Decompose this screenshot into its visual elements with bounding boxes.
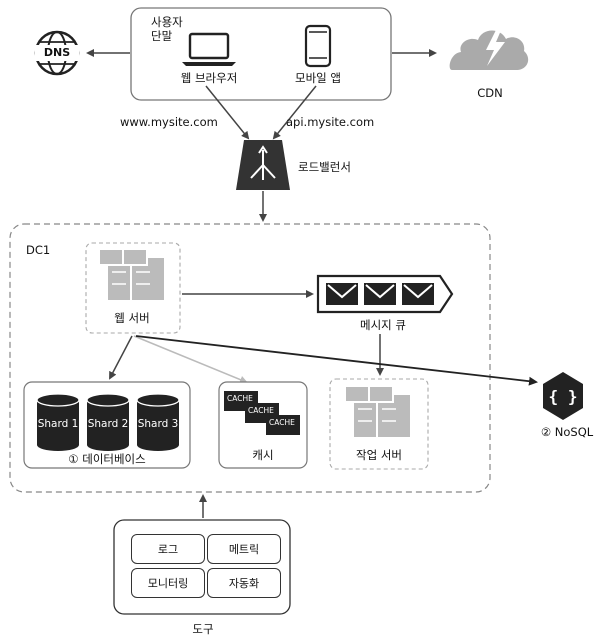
web-domain-link[interactable]: www.mysite.com xyxy=(120,115,218,129)
load-balancer-label: 로드밸런서 xyxy=(298,160,351,174)
envelope-icon xyxy=(402,283,434,305)
nosql-icon: { } xyxy=(543,372,583,420)
envelope-icon xyxy=(364,283,396,305)
laptop-icon xyxy=(182,32,236,66)
database-label: ① 데이터베이스 xyxy=(68,452,146,466)
arrow-web-to-db xyxy=(109,335,133,380)
user-devices-title-line1: 사용자 xyxy=(151,15,183,29)
cache-label: 캐시 xyxy=(252,448,274,462)
shard-1-cylinder xyxy=(36,393,80,451)
svg-text:{ }: { } xyxy=(549,387,578,406)
dc1-label: DC1 xyxy=(26,243,51,257)
web-server-stack-icon xyxy=(100,250,164,300)
shard-2-label: Shard 2 xyxy=(87,418,129,430)
shard-3-label: Shard 3 xyxy=(137,418,179,430)
shard-1-label: Shard 1 xyxy=(37,418,79,430)
web-server-label: 웹 서버 xyxy=(114,311,150,325)
cache-chip-label: CACHE xyxy=(269,418,295,427)
dns-globe-icon xyxy=(34,30,80,76)
cache-chip-label: CACHE xyxy=(227,394,253,403)
arrow-mobile-to-lb xyxy=(272,85,317,140)
worker-box xyxy=(329,378,429,470)
user-devices-box xyxy=(130,7,392,101)
web-browser-label: 웹 브라우저 xyxy=(180,71,238,85)
cdn-cloud-icon xyxy=(449,28,529,70)
arrow-web-to-lb xyxy=(205,85,250,140)
dns-label: DNS xyxy=(43,46,71,59)
shard-2-cylinder xyxy=(86,393,130,451)
dc1-container xyxy=(9,223,491,493)
tool-monitoring[interactable]: 모니터링 xyxy=(131,568,205,598)
mobile-phone-icon xyxy=(304,24,332,68)
tool-automation[interactable]: 자동화 xyxy=(207,568,281,598)
mobile-app-label: 모바일 앱 xyxy=(295,71,341,85)
cache-chip-label: CACHE xyxy=(248,406,274,415)
load-balancer-icon xyxy=(236,140,290,190)
worker-server-stack-icon xyxy=(346,387,410,437)
tools-title: 도구 xyxy=(192,622,214,636)
cache-chip xyxy=(266,415,300,435)
shard-3-cylinder xyxy=(136,393,180,451)
worker-label: 작업 서버 xyxy=(356,448,402,462)
lightning-bolt-icon xyxy=(486,28,505,66)
nosql-label: ② NoSQL xyxy=(540,425,594,439)
cdn-label: CDN xyxy=(477,86,503,100)
arrow-web-to-nosql xyxy=(135,335,538,386)
tool-metrics[interactable]: 메트릭 xyxy=(207,534,281,564)
message-queue-icon xyxy=(316,274,454,314)
api-domain-link[interactable]: api.mysite.com xyxy=(286,115,375,129)
arrow-web-to-cache xyxy=(133,335,248,384)
envelope-icon xyxy=(326,283,358,305)
web-server-box xyxy=(85,242,181,334)
user-devices-title-line2: 단말 xyxy=(151,29,173,43)
message-queue-label: 메시지 큐 xyxy=(360,318,406,332)
tool-log[interactable]: 로그 xyxy=(131,534,205,564)
